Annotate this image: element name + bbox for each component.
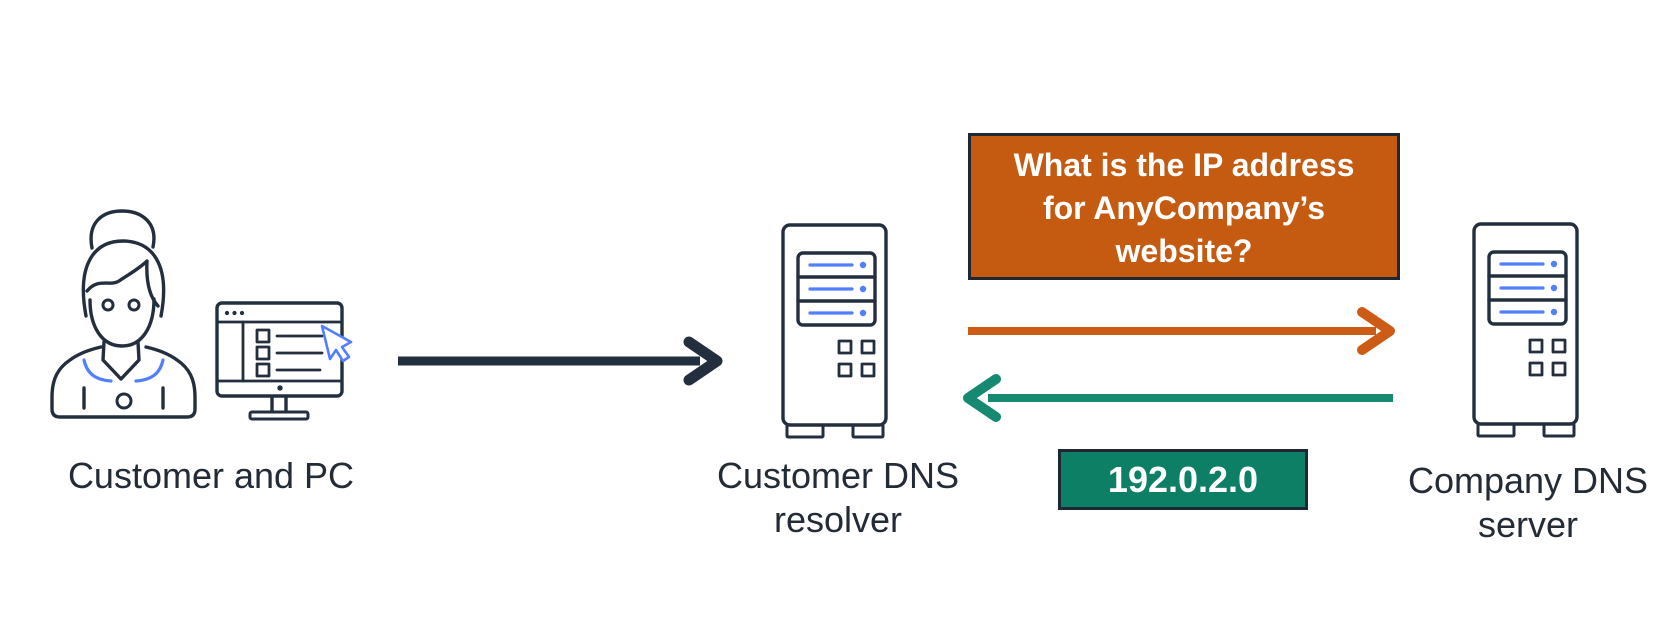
company-server-icon — [1472, 222, 1579, 438]
resolver-label-line1: Customer DNS — [716, 455, 960, 496]
cursor-icon — [320, 324, 353, 363]
customer-label-text: Customer and PC — [67, 455, 355, 496]
query-message-box: What is the IP address for AnyCompany’s … — [968, 133, 1400, 280]
company-node-label: Company DNS server — [1278, 459, 1680, 547]
woman-user-icon — [50, 209, 197, 419]
company-label-line2: server — [1477, 504, 1579, 545]
resolver-label-line2: resolver — [773, 499, 903, 540]
answer-message-box: 192.0.2.0 — [1058, 449, 1308, 510]
company-to-resolver-arrow — [963, 374, 1393, 422]
answer-ip-text: 192.0.2.0 — [1107, 458, 1259, 500]
resolver-node-label: Customer DNS resolver — [588, 454, 1088, 542]
customer-to-resolver-arrow — [398, 336, 723, 386]
query-line-2: for AnyCompany’s — [1042, 190, 1326, 226]
desktop-browser-icon — [215, 301, 353, 421]
query-line-1: What is the IP address — [1013, 147, 1355, 183]
resolver-to-company-arrow — [968, 307, 1395, 355]
company-label-line1: Company DNS — [1407, 460, 1649, 501]
query-line-3: website? — [1115, 233, 1253, 269]
resolver-server-icon — [781, 223, 888, 439]
customer-node-label: Customer and PC — [0, 454, 461, 498]
